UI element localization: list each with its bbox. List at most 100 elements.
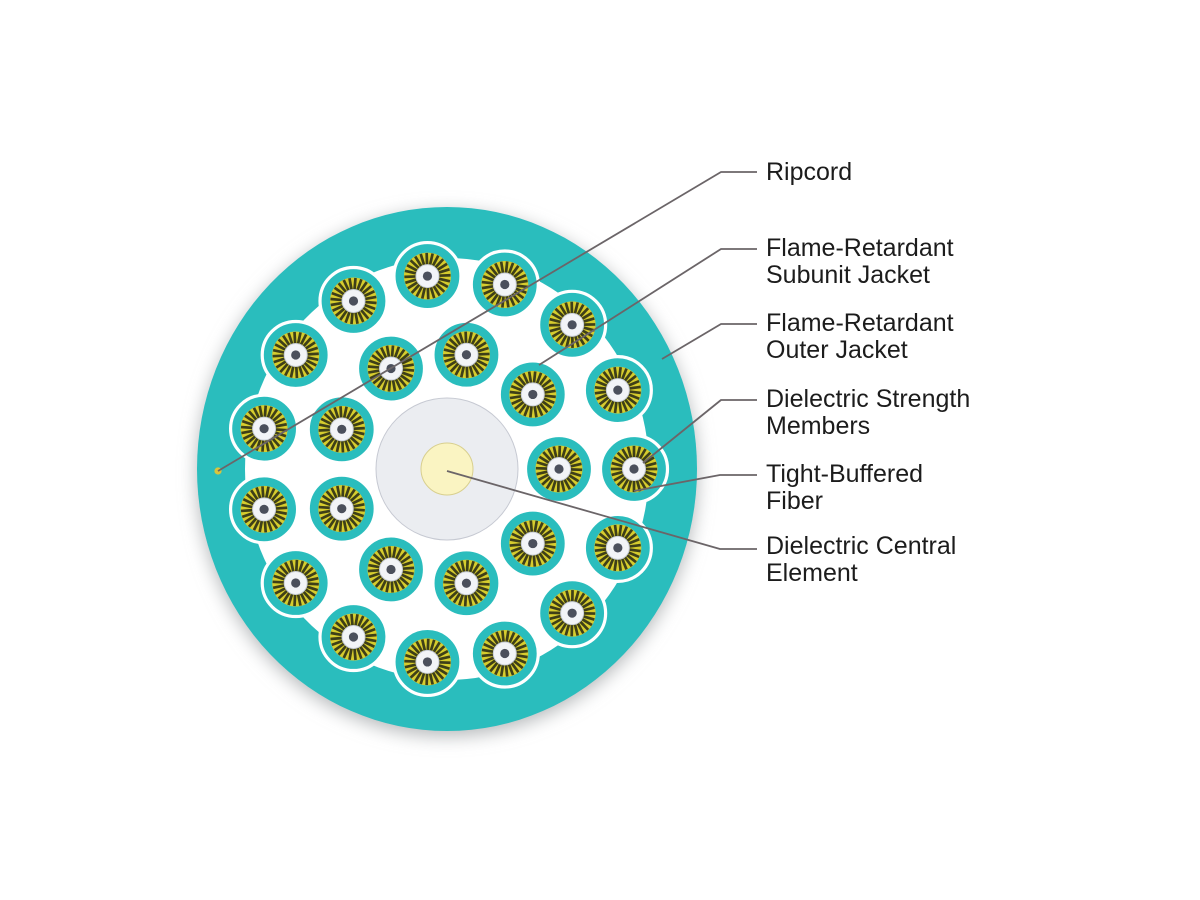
yarn-spoke — [529, 520, 534, 533]
yarn-spoke — [401, 570, 414, 576]
yarn-spoke — [431, 671, 440, 683]
yarn-spoke — [579, 596, 590, 607]
fiber-core — [337, 424, 347, 434]
yarn-spoke — [490, 634, 500, 646]
yarn-spoke — [540, 549, 552, 560]
yarn-spoke — [618, 524, 623, 538]
yarn-spoke — [300, 562, 310, 575]
yarn-spoke — [644, 461, 657, 468]
yarn-spoke — [617, 558, 622, 571]
yarn-spoke — [454, 363, 463, 376]
yarn-spoke — [325, 490, 336, 502]
yarn-spoke — [468, 364, 475, 378]
yarn-spoke — [598, 532, 610, 543]
yarn-spoke — [564, 623, 571, 636]
yarn-spoke — [508, 631, 516, 645]
yarn-spoke — [306, 582, 319, 586]
yarn-spoke — [454, 562, 463, 575]
yarn-spoke — [635, 446, 642, 459]
yarn-spoke — [296, 332, 302, 345]
yarn-spoke — [371, 574, 383, 584]
yarn-spoke — [472, 336, 484, 348]
yarn-spoke — [385, 345, 391, 358]
label-subunit-jacket-line2: Subunit Jacket — [766, 261, 930, 289]
yarn-spoke — [320, 512, 333, 521]
yarn-spoke — [364, 633, 377, 638]
fiber-core — [500, 648, 510, 659]
yarn-spoke — [351, 497, 364, 506]
yarn-spoke — [505, 295, 510, 308]
yarn-spoke — [241, 419, 255, 427]
subunit — [582, 512, 653, 584]
yarn-spoke — [263, 520, 268, 533]
yarn-spoke — [510, 546, 523, 553]
yarn-spoke — [358, 281, 368, 293]
yarn-spoke — [305, 585, 319, 592]
yarn-spoke — [485, 290, 498, 301]
fiber-core — [291, 350, 301, 360]
yarn-spoke — [476, 346, 489, 353]
yarn-spoke — [352, 426, 365, 431]
yarn-spoke — [538, 524, 549, 537]
yarn-spoke — [644, 470, 657, 477]
yarn-spoke — [404, 269, 418, 275]
yarn-spoke — [628, 543, 641, 548]
yarn-spoke — [582, 606, 595, 612]
yarn-spoke — [269, 408, 279, 421]
yarn-spoke — [620, 557, 628, 570]
yarn-spoke — [340, 440, 345, 453]
yarn-spoke — [512, 638, 525, 649]
yarn-spoke — [580, 617, 593, 627]
yarn-spoke — [542, 383, 555, 392]
yarn-spoke — [620, 399, 629, 412]
yarn-spoke — [512, 659, 524, 670]
yarn-spoke — [565, 590, 571, 603]
yarn-spoke — [323, 412, 335, 423]
yarn-spoke — [242, 497, 255, 506]
yarn-spoke — [522, 372, 530, 385]
yarn-spoke — [437, 655, 451, 661]
yarn-spoke — [391, 379, 397, 392]
yarn-spoke — [273, 357, 286, 364]
yarn-spoke — [336, 485, 341, 499]
leader-line-tight-buffered — [633, 474, 757, 492]
yarn-spoke — [515, 284, 528, 289]
yarn-spoke — [349, 492, 361, 503]
yarn-spoke — [279, 362, 290, 374]
yarn-spoke — [483, 642, 496, 651]
yarn-spoke — [515, 649, 528, 654]
leader-line-strength-members — [642, 399, 757, 464]
yarn-spoke — [419, 253, 426, 266]
yarn-spoke — [515, 653, 528, 659]
yarn-spoke — [620, 526, 629, 539]
yarn-spoke — [541, 475, 552, 486]
yarn-spoke — [536, 460, 549, 468]
fiber-core — [291, 578, 301, 588]
yarn-spoke — [399, 373, 411, 383]
yarn-spoke — [306, 352, 319, 356]
yarn-spoke — [625, 553, 637, 564]
yarn-spoke — [598, 375, 610, 385]
yarn-spoke — [261, 439, 265, 452]
yarn-spoke — [277, 338, 289, 349]
subunit — [431, 319, 502, 390]
subunit — [306, 473, 377, 544]
fiber-core — [348, 296, 359, 306]
yarn-spoke — [388, 546, 392, 559]
yarn-spoke — [353, 647, 357, 661]
yarn-spoke — [406, 665, 419, 674]
yarn-spoke — [331, 626, 345, 634]
yarn-spoke — [627, 392, 640, 400]
yarn-spoke — [580, 311, 593, 321]
yarn-spoke — [485, 658, 497, 669]
yarn-spoke — [523, 404, 531, 417]
yarn-spoke — [475, 341, 487, 351]
yarn-spoke — [272, 348, 286, 355]
yarn-spoke — [566, 452, 577, 463]
yarn-spoke — [436, 262, 448, 272]
yarn-spoke — [625, 374, 637, 385]
yarn-spoke — [541, 529, 553, 539]
subunit — [431, 548, 502, 619]
yarn-spoke — [613, 367, 618, 380]
